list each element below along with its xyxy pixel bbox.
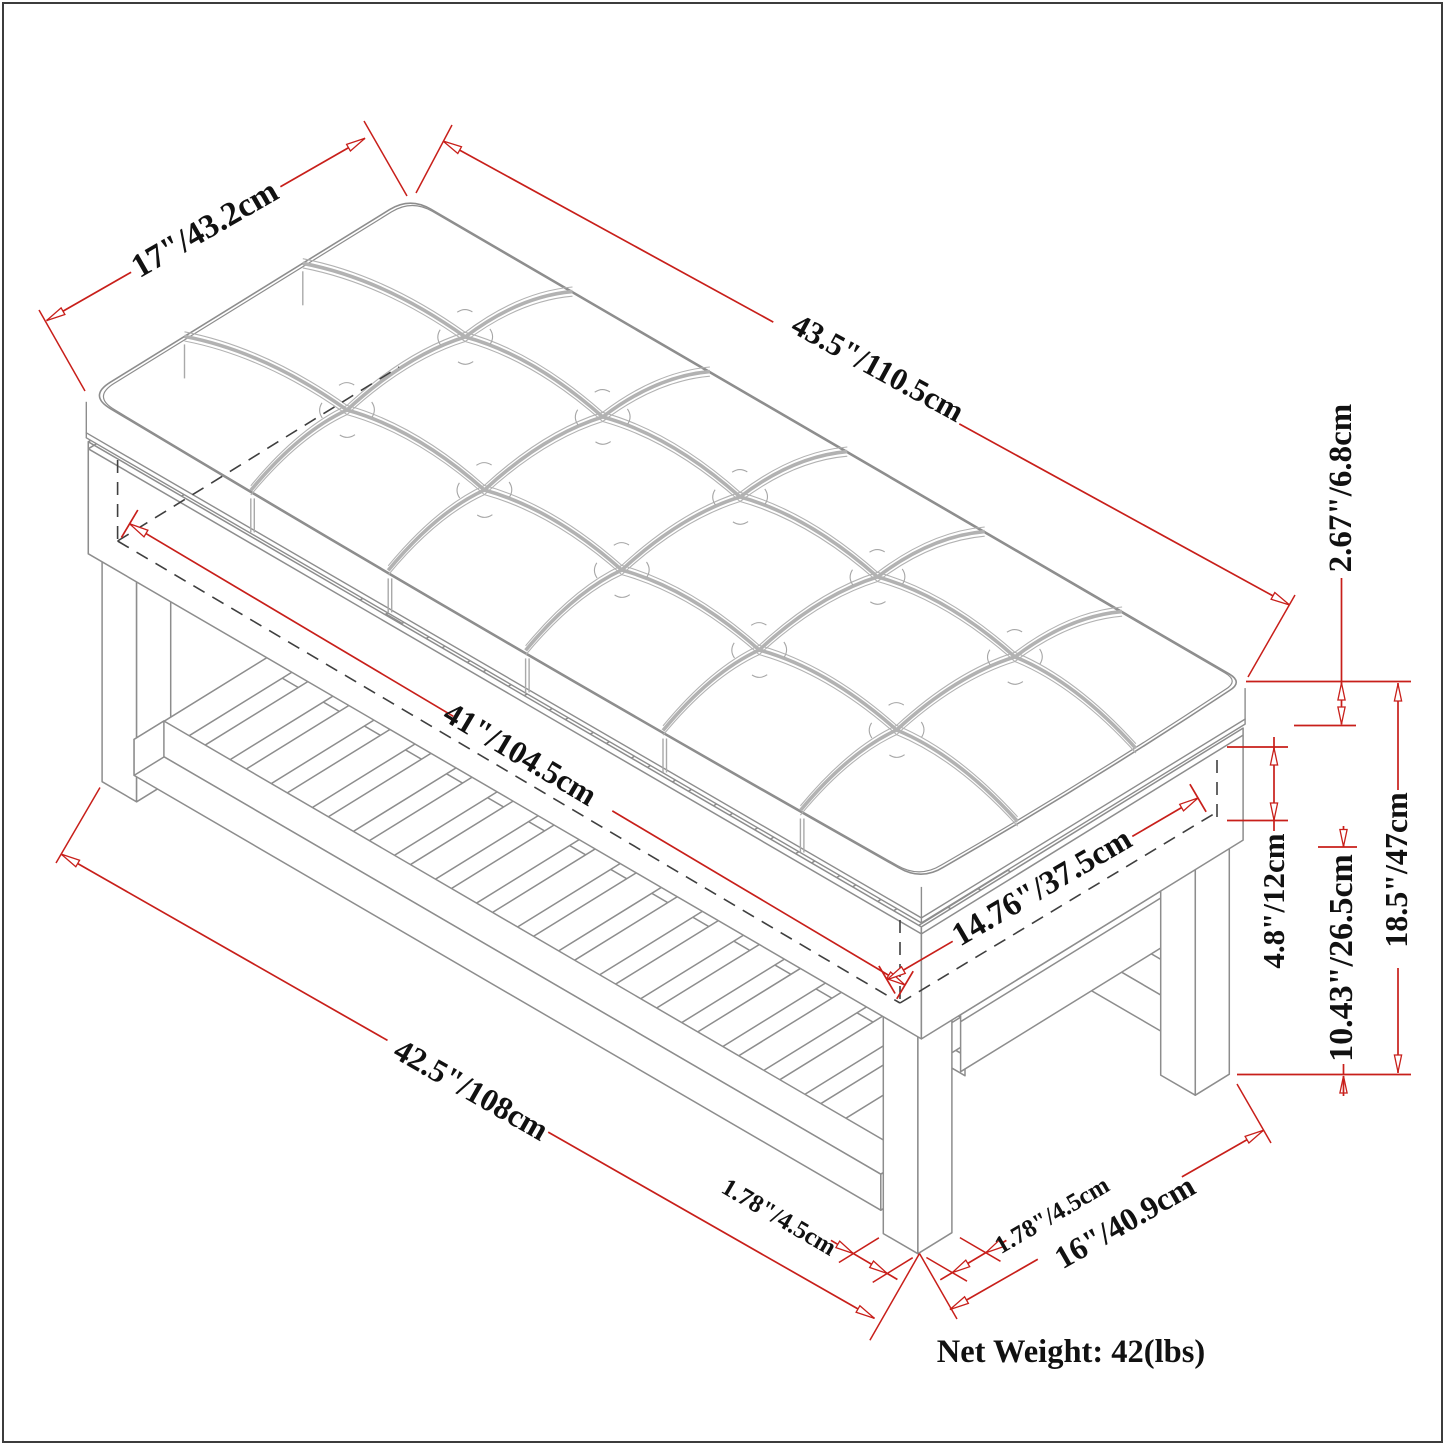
svg-text:4.8"/12cm: 4.8"/12cm (1256, 833, 1291, 968)
svg-text:2.67"/6.8cm: 2.67"/6.8cm (1323, 404, 1359, 573)
svg-text:18.5"/47cm: 18.5"/47cm (1378, 792, 1414, 948)
svg-text:10.43"/26.5cm: 10.43"/26.5cm (1323, 854, 1360, 1062)
svg-text:Net Weight: 42(lbs): Net Weight: 42(lbs) (937, 1334, 1205, 1370)
